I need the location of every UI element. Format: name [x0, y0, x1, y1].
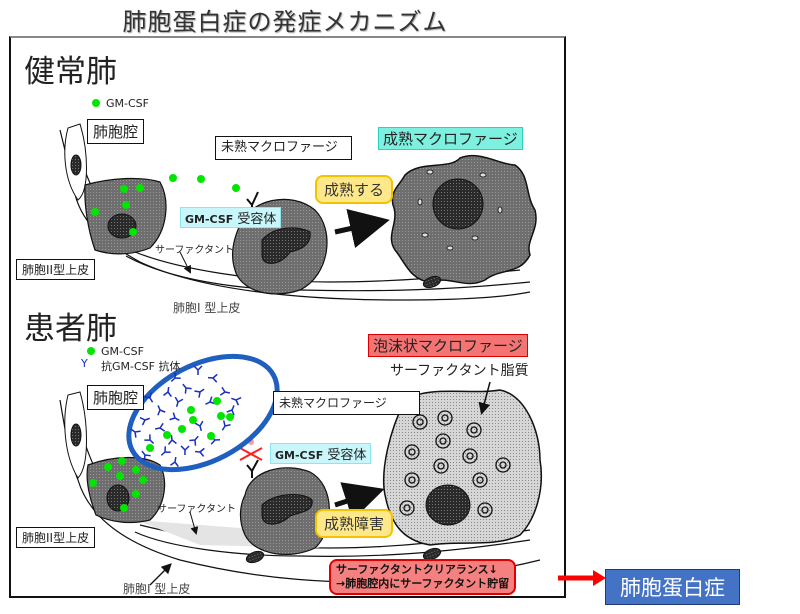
antibody-neutralization-ellipse	[126, 353, 280, 473]
patient-immature-macrophage-label: 未熟マクロファージ	[273, 391, 420, 415]
healthy-immature-nucleus	[261, 227, 311, 264]
antibody-icon	[194, 420, 204, 432]
antibody-icon	[169, 456, 179, 468]
antibody-icon	[226, 405, 235, 416]
patient-gmcsf-legend: GM-CSF	[101, 345, 144, 358]
patient-maturation-arrow	[334, 482, 385, 521]
matures-label: 成熟する	[315, 175, 394, 204]
healthy-alveolar-space-label: 肺胞腔	[87, 119, 145, 144]
antibody-icon	[219, 386, 231, 396]
healthy-gmcsf-legend: GM-CSF	[106, 97, 149, 110]
patient-receptor-label: GM-CSF 受容体	[270, 443, 372, 464]
patient-type2-label: 肺胞II型上皮	[16, 527, 96, 548]
patient-surfactant-label: サーファクタント	[157, 504, 236, 515]
patient-gmcsf-dots	[87, 347, 234, 512]
antibody-icon	[141, 450, 151, 461]
healthy-heading: 健常肺	[24, 54, 117, 90]
patient-endothelial-nucleus	[70, 423, 82, 447]
type1-pointer	[149, 563, 172, 586]
clearance-box: サーファクタントクリアランス↓ →肺胞腔内にサーファクタント貯留	[329, 559, 517, 595]
maturation-failure-label: 成熟障害	[315, 509, 394, 538]
patient-heading: 患者肺	[24, 311, 117, 347]
patient-antibody-legend: 抗GM-CSF 抗体	[101, 360, 181, 373]
patient-alveolar-space-label: 肺胞腔	[87, 385, 145, 410]
antibody-icon	[144, 434, 155, 445]
healthy-receptor-suffix: 受容体	[237, 212, 277, 227]
antibody-icon	[160, 446, 171, 456]
healthy-type1-label: 肺胞I 型上皮	[173, 301, 241, 315]
clearance-line-1: サーファクタントクリアランス↓	[336, 563, 498, 576]
antibody-icon	[139, 416, 150, 426]
antibody-icon	[163, 386, 173, 397]
healthy-surfactant-pointer	[179, 251, 191, 274]
antibody-icon	[193, 365, 203, 375]
antibody-icon	[130, 428, 141, 438]
patient-type1-nucleus-2	[245, 550, 265, 564]
patient-type1-label: 肺胞I 型上皮	[123, 582, 191, 596]
patient-receptor-suffix: 受容体	[327, 448, 367, 463]
healthy-receptor-prefix: GM-CSF	[185, 213, 234, 226]
mature-macrophage-label: 成熟マクロファージ	[378, 127, 523, 150]
antibody-icon	[182, 383, 192, 394]
lipid-pointer	[478, 381, 491, 415]
patient-surfactant-pointer	[189, 511, 199, 535]
antibody-icon	[189, 435, 199, 446]
foamy-macrophage-label: 泡沫状マクロファージ	[368, 334, 528, 357]
healthy-receptor-label: GM-CSF 受容体	[180, 207, 282, 228]
surfactant-lipid-vesicles	[399, 410, 511, 518]
antibody-icon	[221, 420, 231, 431]
antibody-icon	[170, 372, 181, 382]
antibody-icon	[194, 447, 205, 457]
healthy-immature-macrophage-label: 未熟マクロファージ	[215, 136, 352, 160]
antibody-icon	[167, 434, 177, 445]
patient-immature-nucleus	[261, 494, 313, 525]
surfactant-lipid-label: サーファクタント脂質	[390, 363, 529, 379]
blocked-x-icon	[239, 447, 263, 461]
antibody-icon	[154, 422, 166, 432]
antibody-icon	[144, 392, 154, 403]
antibody-icon	[174, 396, 184, 408]
patient-receptor-prefix: GM-CSF	[275, 449, 324, 462]
antibody-icon	[194, 388, 205, 398]
patient-type1-nucleus	[422, 547, 442, 561]
healthy-type1-nucleus	[422, 275, 442, 289]
result-disease-box: 肺胞蛋白症	[605, 569, 740, 605]
antibody-icon	[231, 396, 242, 406]
antibody-icon	[207, 373, 218, 383]
diagram-frame	[9, 36, 566, 598]
mature-macrophage-nucleus	[432, 178, 484, 230]
clearance-line-2: →肺胞腔内にサーファクタント貯留	[336, 577, 510, 590]
antibody-icons	[130, 365, 242, 468]
healthy-endothelial-nucleus	[70, 154, 82, 176]
antibody-icon	[180, 445, 190, 456]
patient-receptor-icon	[246, 459, 259, 478]
mature-macrophage-vacuoles	[417, 169, 503, 251]
foamy-macrophage-nucleus	[425, 484, 471, 526]
result-arrowhead	[593, 570, 606, 586]
healthy-surfactant-label: サーファクタント	[155, 245, 234, 256]
antibody-icon	[157, 405, 166, 416]
antibody-icon	[169, 412, 180, 422]
healthy-maturation-arrow	[334, 208, 390, 249]
healthy-gmcsf-dots	[91, 99, 240, 236]
antibody-legend-icon: Y	[81, 357, 88, 370]
healthy-type2-label: 肺胞II型上皮	[16, 259, 96, 280]
diagram-title: 肺胞蛋白症の発症メカニズム	[122, 8, 448, 36]
